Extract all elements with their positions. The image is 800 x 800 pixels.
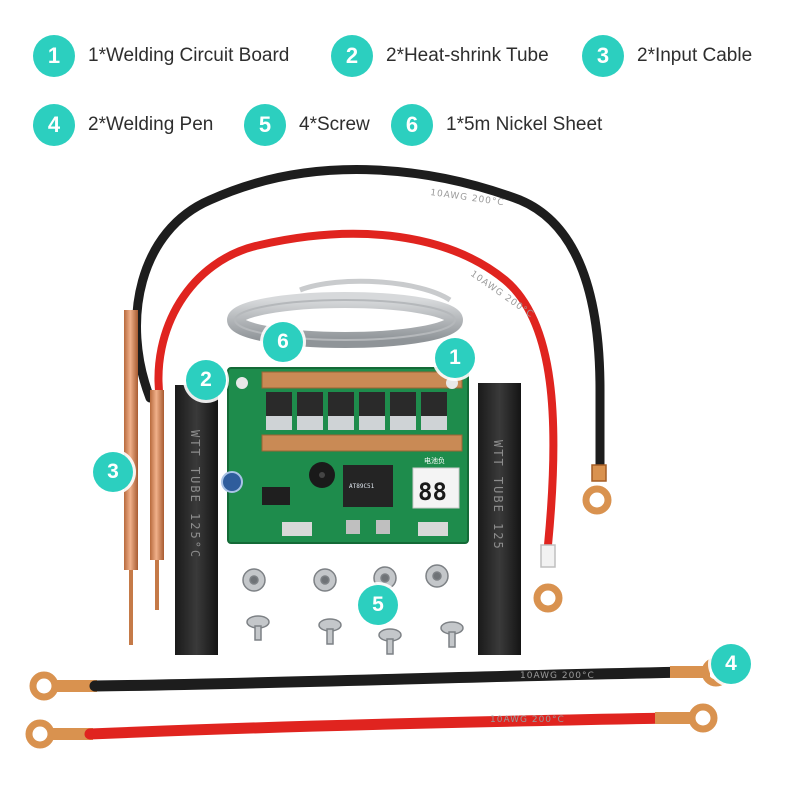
welding-circuit-board: AT89C51 88 电池负	[221, 367, 469, 544]
legend-badge: 2	[331, 35, 373, 77]
screw-set	[242, 564, 464, 655]
input-cable-black: 10AWG 200°C	[29, 657, 731, 701]
cable-marking: 10AWG 200°C	[490, 715, 565, 725]
heat-shrink-tube-right: WTT TUBE 125	[478, 383, 521, 655]
legend-item-3: 3 2*Input Cable	[582, 34, 752, 78]
legend-item-6: 6 1*5m Nickel Sheet	[391, 103, 602, 147]
legend-label: 1*5m Nickel Sheet	[446, 114, 603, 135]
legend-item-2: 2 2*Heat-shrink Tube	[331, 34, 549, 78]
legend-label: 2*Welding Pen	[88, 114, 214, 135]
ring-terminal	[533, 544, 563, 613]
display-digits: 88	[418, 478, 447, 506]
legend-badge: 5	[244, 104, 286, 146]
legend-badge: 6	[391, 104, 433, 146]
heat-shrink-tube-left: WTT TUBE 125°C	[175, 385, 218, 655]
legend-item-1: 1 1*Welding Circuit Board	[33, 34, 289, 78]
welding-pen-right	[150, 390, 164, 610]
callout-6: 6	[263, 322, 303, 362]
ring-terminal	[582, 464, 612, 515]
welding-pen-left	[124, 310, 138, 645]
callout-3: 3	[93, 452, 133, 492]
legend-badge: 3	[582, 35, 624, 77]
callout-5: 5	[358, 585, 398, 625]
input-cable-red: 10AWG 200°C	[25, 703, 718, 749]
red-pen-cable	[154, 229, 558, 549]
legend-label: 2*Input Cable	[637, 45, 753, 66]
legend-item-4: 4 2*Welding Pen	[33, 103, 213, 147]
callout-1: 1	[435, 338, 475, 378]
legend-item-5: 5 4*Screw	[244, 103, 370, 147]
legend-badge: 4	[33, 104, 75, 146]
legend-label: 2*Heat-shrink Tube	[386, 45, 549, 66]
tube-marking: WTT TUBE 125	[491, 440, 505, 551]
callout-4: 4	[711, 644, 751, 684]
legend-label: 4*Screw	[299, 114, 370, 135]
legend-label: 1*Welding Circuit Board	[88, 45, 290, 66]
cable-marking: 10AWG 200°C	[520, 671, 595, 681]
nickel-sheet-roll	[227, 278, 463, 348]
pcb-label: 电池负	[424, 456, 445, 465]
chip-marking: AT89C51	[349, 483, 375, 490]
callout-2: 2	[186, 360, 226, 400]
legend-badge: 1	[33, 35, 75, 77]
black-pen-cable	[132, 165, 605, 475]
tube-marking: WTT TUBE 125°C	[188, 430, 202, 559]
